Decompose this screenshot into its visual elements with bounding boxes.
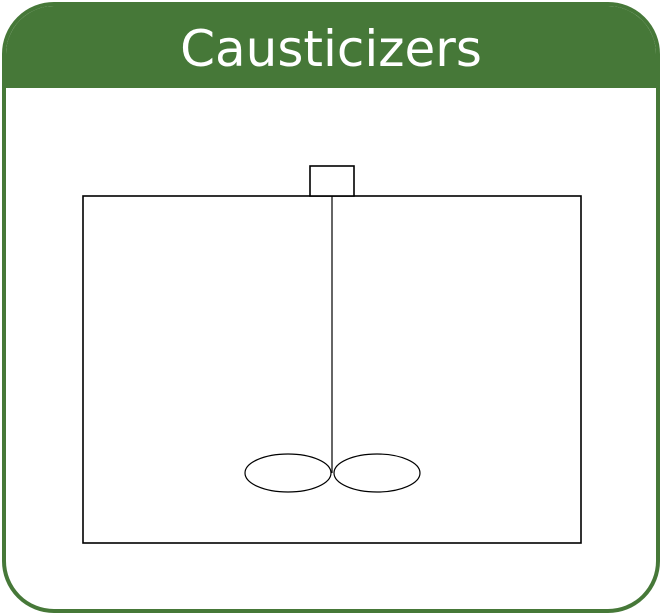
header-bar: Causticizers bbox=[6, 6, 656, 88]
page-title: Causticizers bbox=[180, 20, 482, 78]
